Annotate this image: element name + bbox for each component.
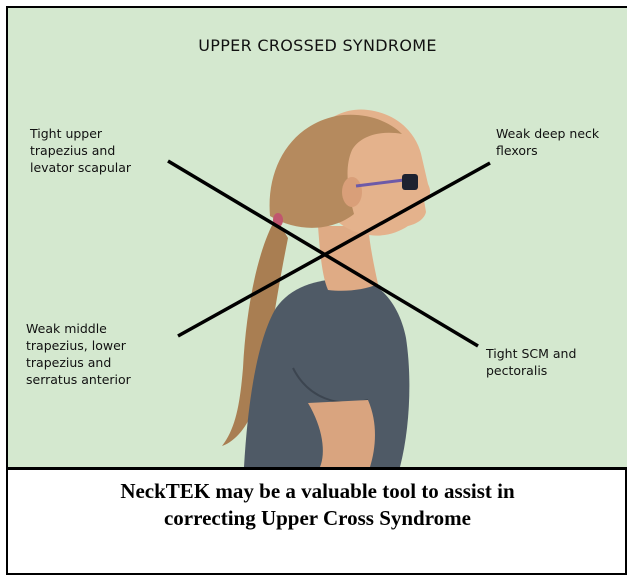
diagram-title: UPPER CROSSED SYNDROME	[8, 36, 627, 55]
posture-photo: UPPER CROSSED SYNDROME Tight upper trape…	[8, 8, 627, 470]
caption: NeckTEK may be a valuable tool to assist…	[8, 478, 627, 532]
ear	[342, 177, 362, 207]
caption-line-1: NeckTEK may be a valuable tool to assist…	[8, 478, 627, 505]
caption-line-2: correcting Upper Cross Syndrome	[8, 505, 627, 532]
label-tight-scm-pectoralis: Tight SCM and pectoralis	[486, 345, 576, 379]
person-profile-illustration	[8, 8, 627, 467]
label-weak-middle-trapezius: Weak middle trapezius, lower trapezius a…	[26, 320, 131, 388]
label-tight-upper-trapezius: Tight upper trapezius and levator scapul…	[30, 125, 131, 176]
label-weak-deep-neck-flexors: Weak deep neck flexors	[496, 125, 599, 159]
sunglasses-lens	[402, 174, 418, 190]
